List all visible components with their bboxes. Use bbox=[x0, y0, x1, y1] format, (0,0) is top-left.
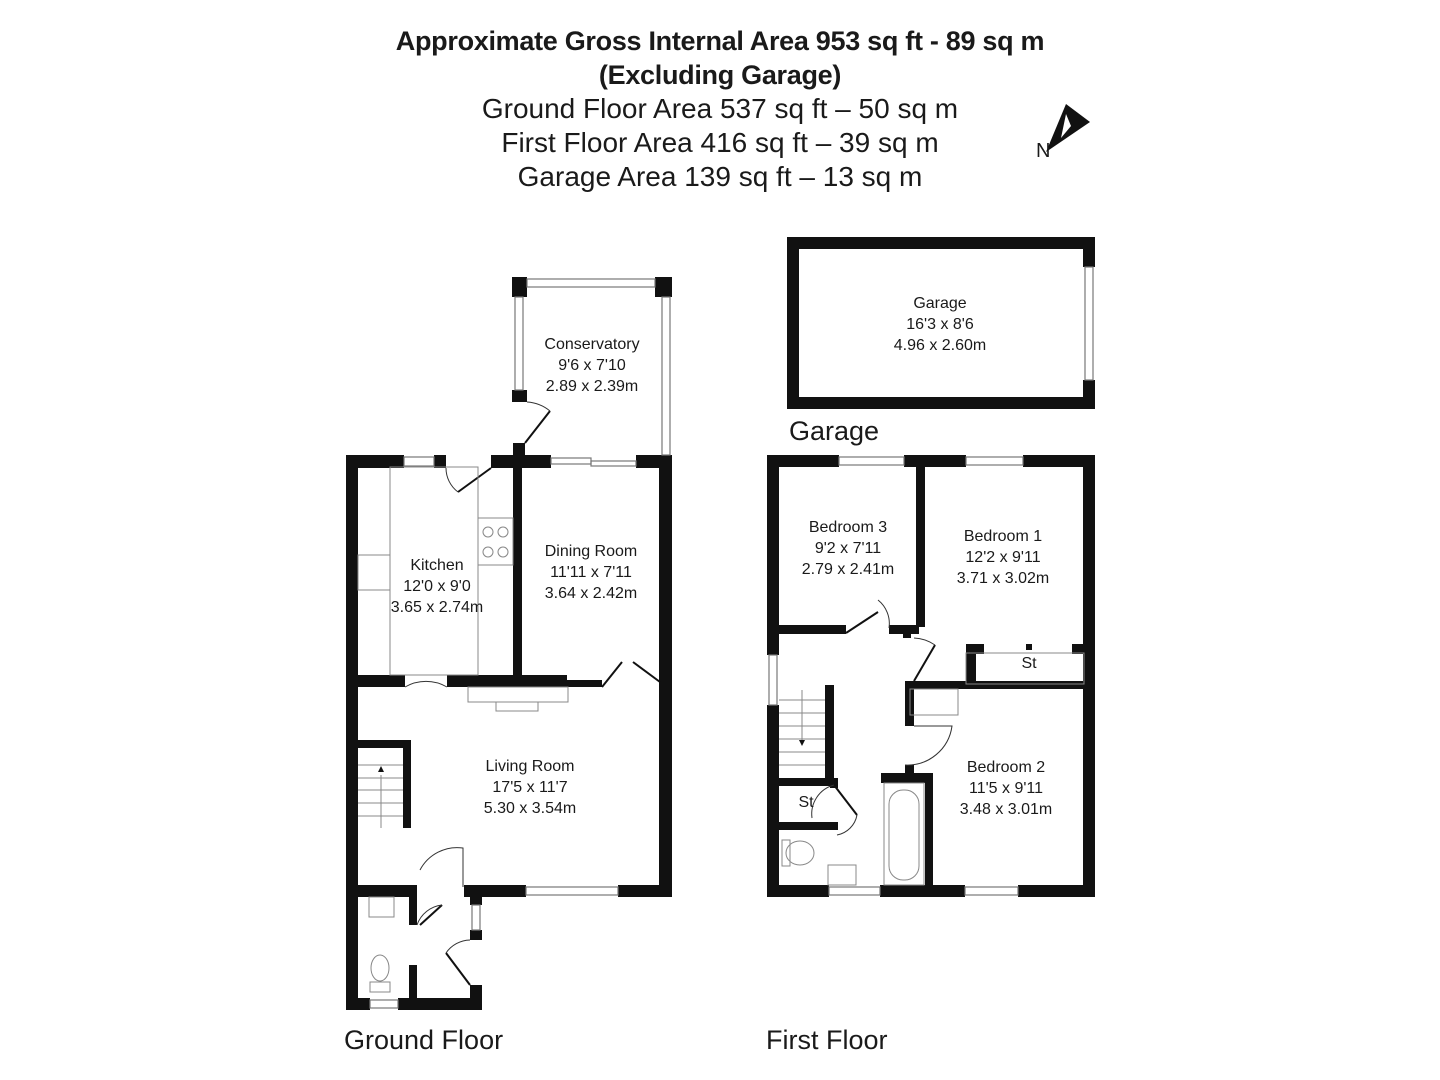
storage-label-bedroom-1: St bbox=[1021, 655, 1037, 672]
room-dining-room: Dining Room 11'11 x 7'11 3.64 x 2.42m bbox=[545, 541, 638, 604]
room-metric: 3.71 x 3.02m bbox=[956, 570, 1050, 587]
room-conservatory: Conservatory 9'6 x 7'10 2.89 x 2.39m bbox=[544, 334, 639, 397]
area-summary: Approximate Gross Internal Area 953 sq f… bbox=[0, 24, 1440, 194]
room-metric: 3.64 x 2.42m bbox=[544, 585, 638, 602]
room-name: Conservatory bbox=[544, 336, 640, 353]
room-name: Bedroom 3 bbox=[808, 519, 888, 536]
room-metric: 4.96 x 2.60m bbox=[893, 337, 987, 354]
room-bedroom-1: Bedroom 1 12'2 x 9'11 3.71 x 3.02m bbox=[957, 526, 1050, 589]
room-bedroom-3: Bedroom 3 9'2 x 7'11 2.79 x 2.41m bbox=[802, 517, 895, 580]
room-imperial: 9'6 x 7'10 bbox=[558, 357, 626, 374]
storage-label-landing: St bbox=[798, 794, 814, 811]
room-imperial: 11'5 x 9'11 bbox=[968, 780, 1043, 797]
room-metric: 2.79 x 2.41m bbox=[801, 561, 895, 578]
room-imperial: 12'2 x 9'11 bbox=[965, 549, 1041, 566]
north-arrow-icon bbox=[1046, 104, 1090, 152]
first-floor-area: First Floor Area 416 sq ft – 39 sq m bbox=[501, 127, 939, 158]
room-kitchen: Kitchen 12'0 x 9'0 3.65 x 2.74m bbox=[391, 555, 484, 618]
room-name: Kitchen bbox=[410, 557, 464, 574]
room-name: Bedroom 1 bbox=[963, 528, 1043, 545]
ground-floor-label: Ground Floor bbox=[344, 1025, 504, 1055]
gross-area-title: Approximate Gross Internal Area 953 sq f… bbox=[395, 26, 1045, 56]
room-metric: 3.65 x 2.74m bbox=[390, 599, 484, 616]
room-name: Garage bbox=[913, 295, 967, 312]
compass-label: N bbox=[1036, 140, 1051, 162]
room-metric: 3.48 x 3.01m bbox=[959, 801, 1053, 818]
room-imperial: 12'0 x 9'0 bbox=[403, 578, 471, 595]
room-name: Dining Room bbox=[544, 543, 638, 560]
room-name: Bedroom 2 bbox=[966, 759, 1046, 776]
room-metric: 5.30 x 3.54m bbox=[483, 800, 577, 817]
gross-area-subtitle: (Excluding Garage) bbox=[598, 60, 842, 90]
room-garage: Garage 16'3 x 8'6 4.96 x 2.60m bbox=[894, 293, 987, 356]
room-imperial: 9'2 x 7'11 bbox=[814, 540, 882, 557]
garage-area: Garage Area 139 sq ft – 13 sq m bbox=[517, 161, 923, 192]
room-metric: 2.89 x 2.39m bbox=[545, 378, 639, 395]
ground-floor-area: Ground Floor Area 537 sq ft – 50 sq m bbox=[481, 93, 959, 124]
room-name: Living Room bbox=[485, 758, 575, 775]
garage-floor-label: Garage bbox=[789, 416, 880, 446]
room-imperial: 17'5 x 11'7 bbox=[492, 779, 568, 796]
first-floor-label: First Floor bbox=[766, 1025, 888, 1055]
room-imperial: 16'3 x 8'6 bbox=[906, 316, 974, 333]
room-living-room: Living Room 17'5 x 11'7 5.30 x 3.54m bbox=[484, 756, 577, 819]
room-bedroom-2: Bedroom 2 11'5 x 9'11 3.48 x 3.01m bbox=[960, 757, 1053, 820]
room-imperial: 11'11 x 7'11 bbox=[550, 564, 632, 581]
